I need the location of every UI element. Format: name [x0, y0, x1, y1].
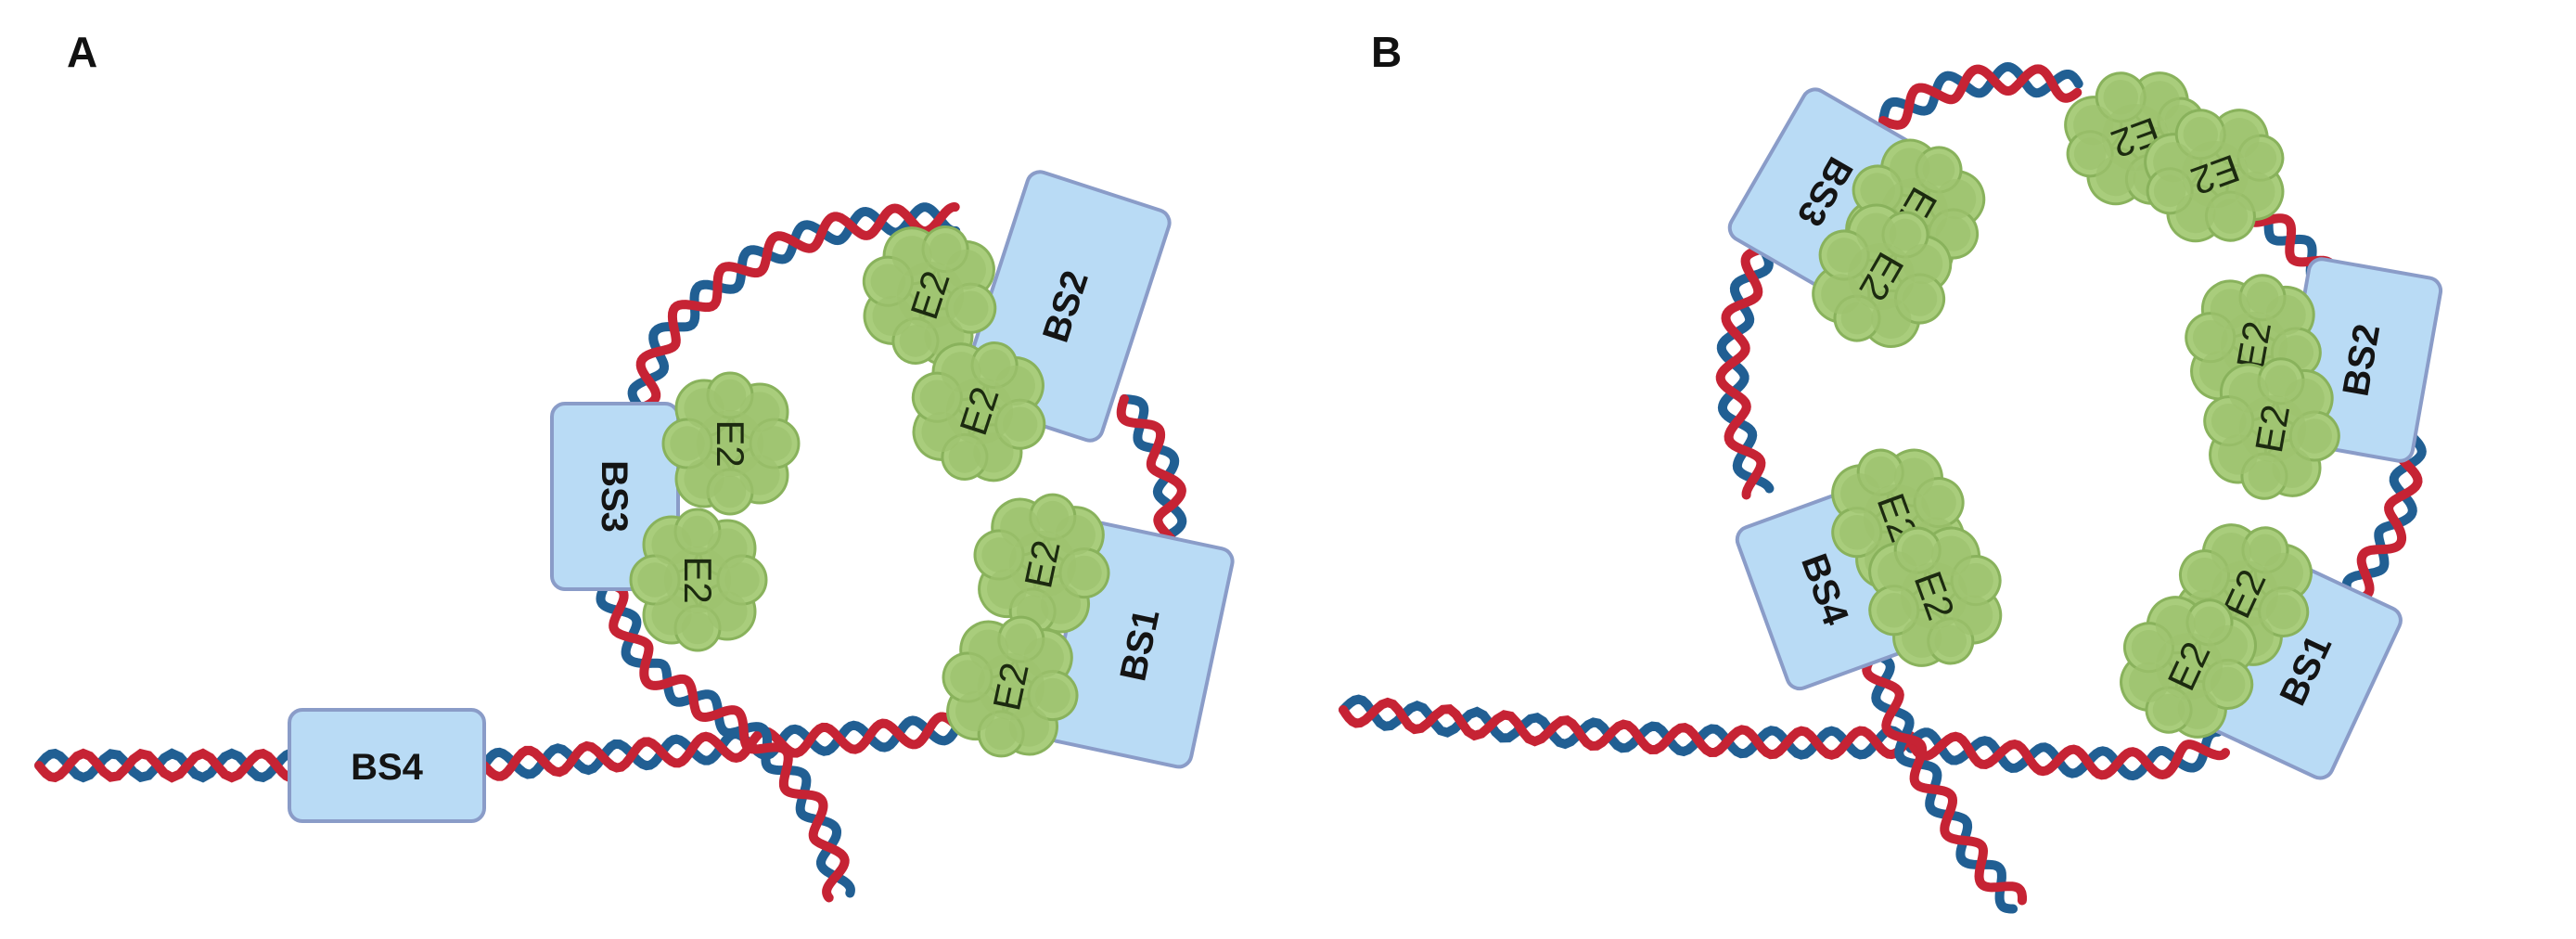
dna-strand-blue	[589, 552, 855, 898]
panel-b-e2-dimer-top: E2 E2	[2064, 71, 2285, 243]
binding-site-box	[288, 708, 486, 823]
panel-b-e2-dimer-bs1: E2 E2	[2120, 523, 2313, 739]
e2-protein: E2	[1868, 526, 2003, 667]
dna-strand-blue	[2341, 431, 2427, 595]
panel-a-e2-dimer-bs1: E2 E2	[942, 493, 1110, 758]
dna-strand-red	[1862, 650, 2027, 906]
e2-protein: E2	[942, 615, 1079, 758]
e2-protein: E2	[2203, 357, 2340, 500]
panel-b-bs3: BS3	[1727, 87, 1924, 297]
panel-a-label: A	[67, 28, 97, 76]
e2-label: E2	[676, 556, 720, 603]
e2-label: E2	[1016, 536, 1069, 592]
dna-strand-red	[1715, 244, 1767, 500]
dna-strand-red	[1878, 64, 2083, 130]
dna-strand-red	[635, 201, 960, 413]
e2-protein: E2	[862, 225, 997, 367]
dna-layer	[34, 61, 2427, 914]
binding-site-label: BS3	[594, 460, 634, 533]
dna-strand-red	[583, 552, 850, 903]
e2-label: E2	[2247, 402, 2298, 457]
panel-b-e2-dimer-bs4: E2 E2	[1831, 448, 2003, 667]
dna-strand-blue	[1716, 244, 1775, 494]
panel-a-e2-dimer-bs2: E2 E2	[862, 225, 1046, 482]
panel-b-e2-dimer-bs3: E2 E2	[1812, 138, 1986, 348]
e2-label: E2	[709, 419, 752, 467]
panel-b-e2-dimer-bs2: E2 E2	[2185, 274, 2340, 500]
panel-b: B BS3 E2 E2 E2 E2 BS2 E2 E2 BS4	[1371, 28, 2443, 780]
e2-protein: E2	[629, 508, 768, 652]
binding-site-label: BS4	[351, 747, 424, 788]
panel-b-label: B	[1371, 28, 1402, 76]
panel-a-e2-dimer-bs3: E2 E2	[629, 371, 801, 652]
dna-strand-blue	[1869, 650, 2019, 914]
dna-strand-red	[1339, 697, 1916, 760]
dna-strand-red	[1906, 731, 2230, 780]
panel-a: A BS4 BS3 E2 E2 BS2 E2 E2 BS1	[67, 28, 1235, 823]
e2-protein: E2	[2120, 596, 2257, 739]
e2-protein: E2	[661, 371, 801, 516]
dna-strand-red	[34, 748, 294, 783]
dna-strand-red	[1116, 394, 1186, 548]
e2-label: E2	[984, 659, 1037, 714]
panel-a-bs4: BS4	[288, 708, 486, 823]
e2-protein: E2	[1812, 203, 1953, 348]
e2-protein: E2	[911, 341, 1046, 482]
e2-protein: E2	[2144, 109, 2285, 243]
dna-strand-red	[2356, 431, 2423, 603]
